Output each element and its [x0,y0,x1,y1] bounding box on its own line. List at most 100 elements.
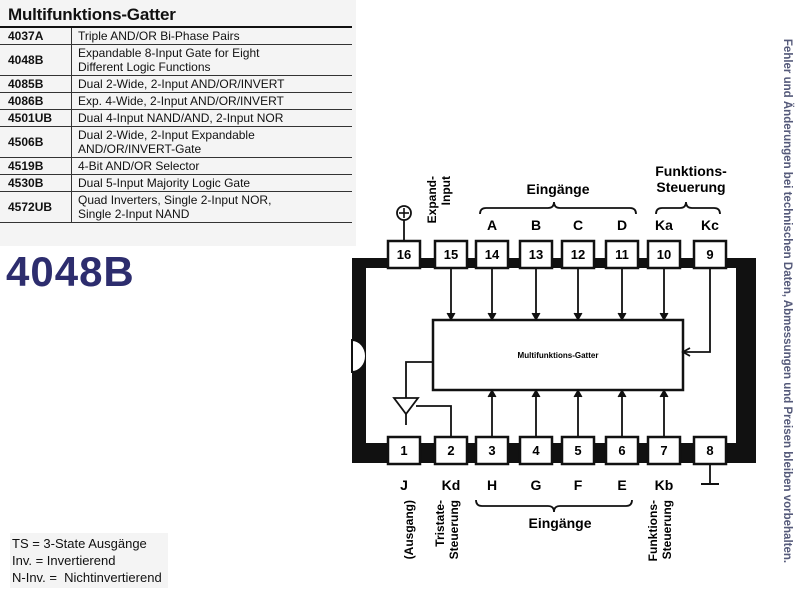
legend-line: N-Inv. = Nichtinvertierend [12,570,162,585]
pin-number: 16 [397,247,411,262]
label-tristate-control: Tristate-Steuerung [433,500,461,559]
description-line: 4-Bit AND/OR Selector [78,159,200,173]
pin-number: 5 [574,443,581,458]
pin-label-bottom: F [574,477,583,493]
pin-label-top: Kc [701,217,719,233]
brace-inputs-bottom [475,499,633,513]
pin-label-bottom: Kb [655,477,674,493]
legend: TS = 3-State Ausgänge Inv. = Invertieren… [10,533,168,588]
ic-table-panel: Multifunktions-Gatter 4037A Triple AND/OR… [0,0,356,246]
description-line: Quad Inverters, Single 2-Input NOR, [78,193,272,207]
description-line: Dual 4-Input NAND/AND, 2-Input NOR [78,111,284,125]
description-line: Dual 5-Input Majority Logic Gate [78,176,251,190]
description-cell: Dual 2-Wide, 2-Input AND/OR/INVERT [72,76,352,92]
part-number-cell: 4572UB [0,192,72,222]
pin-box-bottom [433,435,469,466]
tristate-buffer-icon [392,397,420,416]
label-control-top: Funktions-Steuerung [655,163,727,195]
function-block-label: Multifunktions-Gatter [518,351,599,360]
pin-box-bottom [560,435,596,466]
description-cell: Exp. 4-Wide, 2-Input AND/OR/INVERT [72,93,352,109]
pin-number: 15 [444,247,458,262]
function-block [431,318,685,392]
description-line: Dual 2-Wide, 2-Input AND/OR/INVERT [78,77,285,91]
pin-label-bottom: J [400,477,408,493]
table-divider [0,26,352,28]
pin-label-bottom: G [531,477,542,493]
pin-box-top [433,239,469,270]
pin-number: 12 [571,247,585,262]
description-line: AND/OR/INVERT-Gate [78,142,202,156]
pin-number: 7 [660,443,667,458]
part-number-cell: 4501UB [0,110,72,126]
description-cell: Triple AND/OR Bi-Phase Pairs [72,28,352,44]
pin-label-top: C [573,217,583,233]
part-number-cell: 4086B [0,93,72,109]
pin-box-bottom [386,435,422,466]
part-number-cell: 4519B [0,158,72,174]
ground-icon [701,470,719,485]
pin-box-bottom [692,435,728,466]
pin-number: 1 [400,443,407,458]
pin-number: 6 [618,443,625,458]
description-line: Expandable 8-Input Gate for Eight [78,46,260,60]
description-cell: Quad Inverters, Single 2-Input NOR,Singl… [72,192,352,222]
package-right-wall [736,258,756,463]
pin-label-top: B [531,217,541,233]
table-title: Multifunktions-Gatter [8,5,176,24]
pin-number: 4 [532,443,540,458]
label-inputs-top: Eingänge [526,181,589,197]
description-line: Triple AND/OR Bi-Phase Pairs [78,29,240,43]
table-row: 4530B Dual 5-Input Majority Logic Gate [0,175,352,192]
table-row: 4037A Triple AND/OR Bi-Phase Pairs [0,28,352,45]
label-output: (Ausgang) [402,500,416,559]
pin-box-top [646,239,682,270]
pin-box-bottom [646,435,682,466]
pin-number: 10 [657,247,671,262]
part-number-cell: 4085B [0,76,72,92]
pin-number: 8 [706,443,713,458]
table-row: 4519B 4-Bit AND/OR Selector [0,158,352,175]
pin-number: 2 [447,443,454,458]
description-cell: Dual 4-Input NAND/AND, 2-Input NOR [72,110,352,126]
pin-box-bottom [474,435,510,466]
description-cell: Dual 5-Input Majority Logic Gate [72,175,352,191]
part-number-cell: 4048B [0,45,72,75]
pin-box-top [518,239,554,270]
description-cell: 4-Bit AND/OR Selector [72,158,352,174]
label-expand-input: Expand-Input [425,176,453,223]
part-number-title: 4048B [6,248,135,295]
pin-label-bottom: H [487,477,497,493]
package-top-edge [352,258,756,268]
pin-label-top: Ka [655,217,673,233]
brace-inputs-top [479,201,637,215]
pin-number: 13 [529,247,543,262]
pin-number: 3 [488,443,495,458]
part-number-cell: 4506B [0,127,72,157]
table-row: 4085B Dual 2-Wide, 2-Input AND/OR/INVERT [0,76,352,93]
label-inputs-bottom: Eingänge [528,515,591,531]
pin-label-top: A [487,217,497,233]
table-row: 4501UB Dual 4-Input NAND/AND, 2-Input NOR [0,110,352,127]
legend-line: TS = 3-State Ausgänge [12,536,147,551]
pin-label-top: D [617,217,627,233]
description-line: Dual 2-Wide, 2-Input Expandable [78,128,255,142]
pin-label-bottom: E [617,477,626,493]
label-function-control: Funktions-Steuerung [646,500,674,561]
legend-line: Inv. = Invertierend [12,553,116,568]
pin-number: 14 [485,247,500,262]
brace-control-top [655,201,721,215]
part-number-cell: 4037A [0,28,72,44]
pin-label-bottom: Kd [442,477,461,493]
part-number-cell: 4530B [0,175,72,191]
package-notch [351,338,367,374]
pin-number: 9 [706,247,713,262]
